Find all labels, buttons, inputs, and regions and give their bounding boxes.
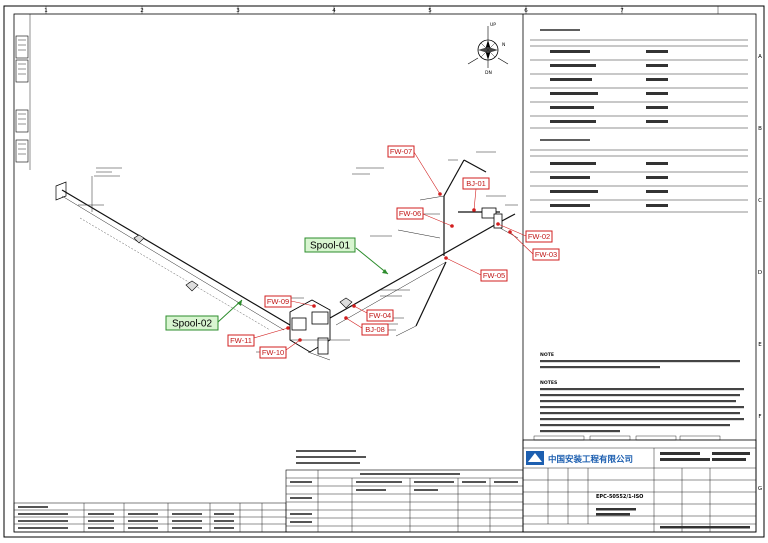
design-data-table	[285, 469, 524, 533]
col-label-4: 4	[332, 8, 336, 14]
row-label-d: D	[758, 270, 762, 276]
spool-label-02: Spool-02	[165, 299, 243, 331]
row-label-f: F	[758, 414, 761, 420]
north-arrow-up: UP	[490, 22, 496, 28]
col-label-1: 1	[44, 8, 48, 14]
reference-table	[13, 502, 287, 533]
weld-label-fw-09: FW-09	[264, 295, 315, 308]
north-arrow: UP N DN	[467, 22, 509, 76]
company-name: 中国安装工程有限公司	[548, 454, 633, 465]
notes-heading-1: NOTE	[540, 352, 554, 358]
approval-row	[533, 435, 721, 441]
weld-label-fw-11: FW-11	[227, 327, 289, 347]
revision-strip	[15, 14, 31, 170]
sheet-ref: EPC-50552/1-ISO	[596, 494, 643, 500]
north-arrow-dn: DN	[485, 70, 492, 76]
weld-label-fw-03: FW-03	[509, 231, 560, 261]
row-label-a: A	[758, 54, 762, 60]
title-block: 中国安装工程有限公司 EPC-50552/1-ISO	[522, 439, 757, 533]
row-labels: A B C D E F G	[758, 54, 762, 492]
svg-text:FW-05: FW-05	[483, 271, 505, 280]
row-label-b: B	[758, 126, 762, 132]
weld-label-fw-06: FW-06	[396, 207, 453, 227]
svg-text:FW-02: FW-02	[528, 232, 550, 241]
svg-text:FW-09: FW-09	[267, 297, 289, 306]
col-label-2: 2	[140, 8, 144, 14]
col-label-3: 3	[236, 8, 240, 14]
row-label-c: C	[758, 198, 762, 204]
notes-block: NOTE NOTES	[540, 352, 744, 433]
erection-material-table	[530, 139, 748, 213]
row-label-e: E	[758, 342, 762, 348]
weld-label-fw-02: FW-02	[497, 223, 553, 243]
weld-label-fw-04: FW-04	[353, 305, 394, 322]
svg-text:FW-04: FW-04	[369, 311, 391, 320]
weld-label-bj-08: BJ-08	[345, 317, 389, 336]
north-arrow-n: N	[502, 42, 505, 48]
notes-heading-2: NOTES	[540, 380, 557, 386]
material-list-table	[530, 29, 748, 129]
weld-label-fw-07: FW-07	[387, 145, 441, 195]
spool-label-01: Spool-01	[304, 237, 389, 275]
weld-label-fw-10: FW-10	[259, 339, 301, 359]
row-label-g: G	[758, 486, 762, 492]
piping-isometric	[55, 151, 519, 361]
svg-text:FW-11: FW-11	[230, 336, 252, 345]
svg-text:BJ-01: BJ-01	[466, 179, 486, 188]
svg-text:FW-07: FW-07	[390, 147, 412, 156]
svg-text:FW-03: FW-03	[535, 250, 557, 259]
svg-text:BJ-08: BJ-08	[365, 325, 385, 334]
weld-label-fw-05: FW-05	[445, 257, 508, 282]
column-labels: 1 2 3 4 5 6 7	[44, 6, 719, 14]
svg-text:Spool-01: Spool-01	[310, 241, 350, 252]
svg-text:FW-06: FW-06	[399, 209, 421, 218]
col-label-7: 7	[620, 8, 624, 14]
svg-text:Spool-02: Spool-02	[172, 319, 212, 330]
col-label-5: 5	[428, 8, 432, 14]
svg-text:FW-10: FW-10	[262, 348, 284, 357]
weld-label-bj-01: BJ-01	[462, 177, 490, 211]
col-label-6: 6	[524, 8, 528, 14]
legend-text	[296, 450, 366, 464]
